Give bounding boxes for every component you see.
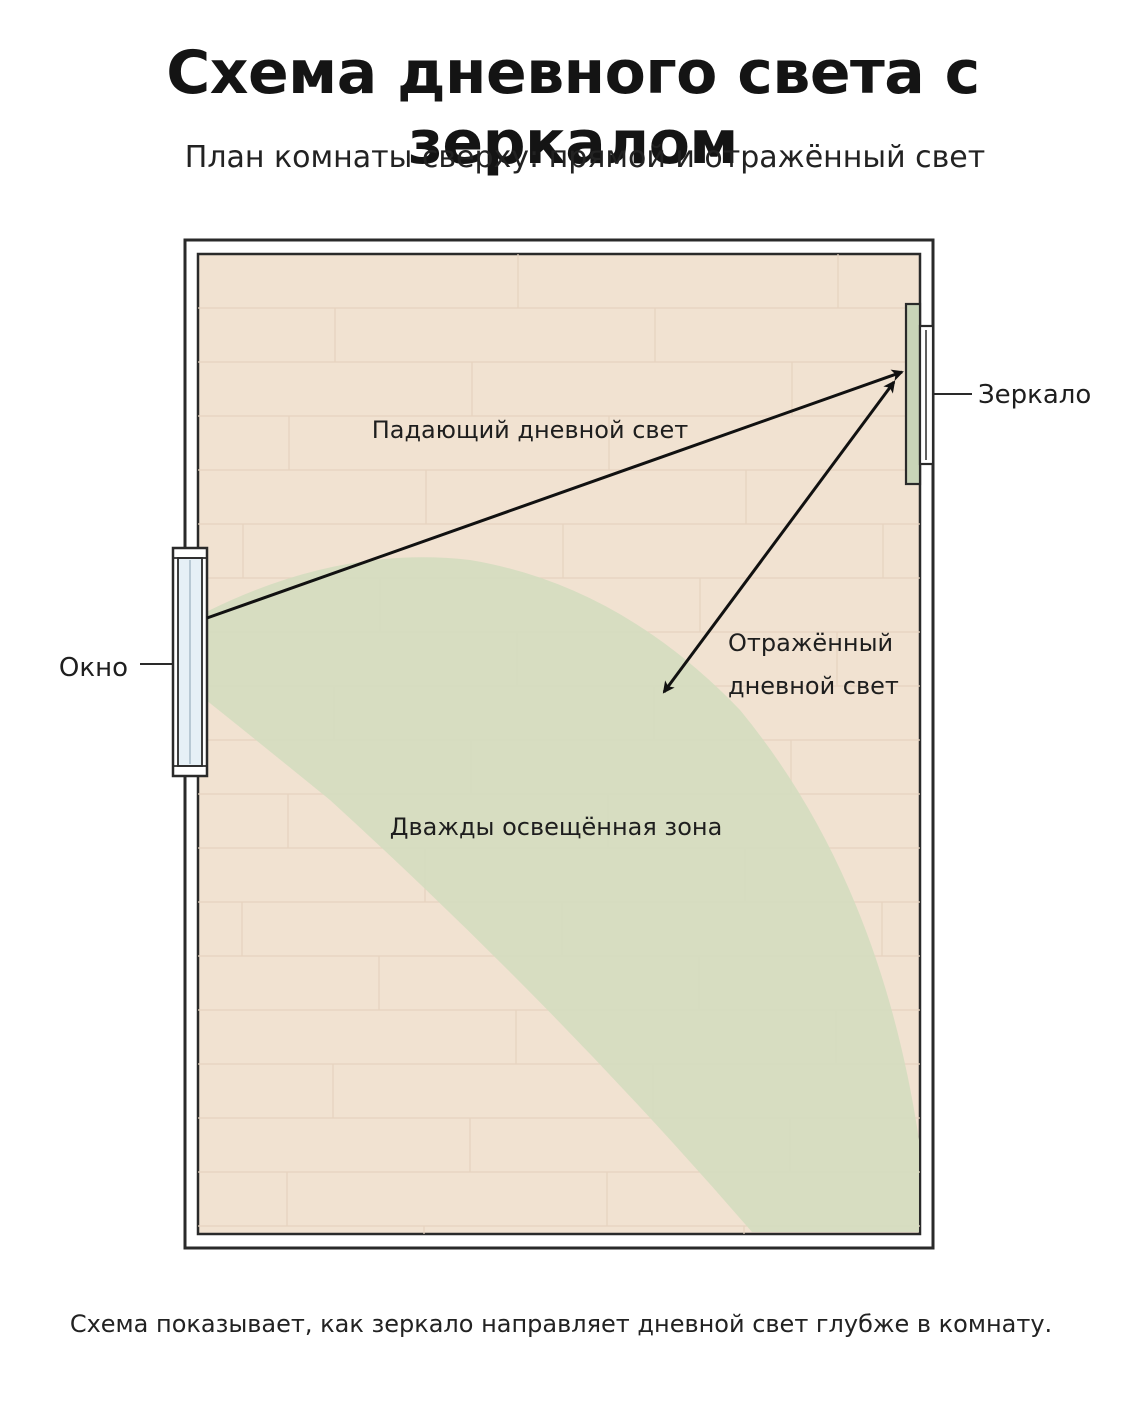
mirror-label: Зеркало [978,380,1091,410]
reflected-light-label-line1: Отражённый [728,629,893,657]
reflected-light-label-line2: дневной свет [728,672,899,700]
double-lit-zone-area [206,557,919,1232]
reflected-light-arrow [662,380,896,694]
mirror-icon [904,302,935,486]
double-lit-zone-label: Дважды освещённая зона [390,813,723,841]
window-icon [171,546,209,778]
incident-light-label: Падающий дневной свет [372,416,689,444]
footer-caption: Схема показывает, как зеркало направляет… [69,1310,1053,1338]
page-title: Схема дневного света с зеркалом [166,38,980,178]
window-label: Окно [59,653,128,683]
page-subtitle: План комнаты сверху: прямой и отражённый… [184,140,986,175]
